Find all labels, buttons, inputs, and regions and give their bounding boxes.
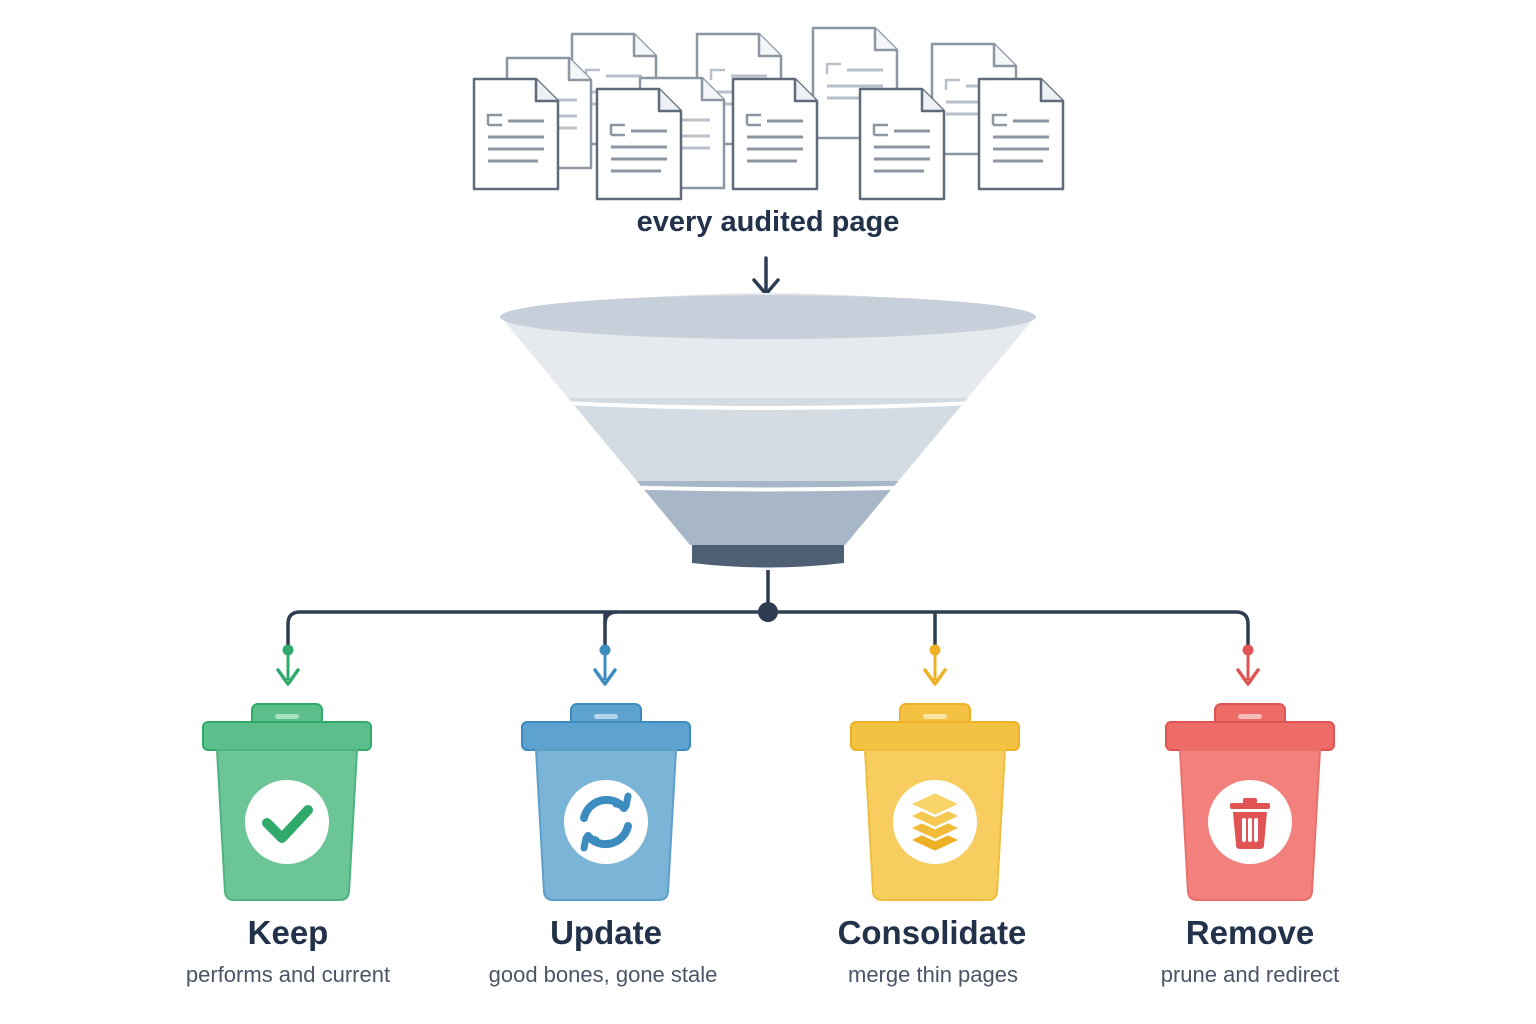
refresh-icon bbox=[580, 792, 632, 852]
consolidate-bin bbox=[850, 703, 1020, 901]
remove-bin bbox=[1165, 703, 1335, 901]
keep-branch-arrow bbox=[276, 644, 300, 686]
funnel-icon bbox=[500, 293, 1036, 568]
keep-title: Keep bbox=[247, 914, 329, 951]
consolidate-branch-arrow bbox=[923, 644, 947, 686]
document-icon bbox=[595, 87, 683, 201]
remove-description: prune and redirect bbox=[1160, 962, 1340, 987]
branch-connectors bbox=[286, 570, 1250, 648]
source-label: every audited page bbox=[636, 206, 900, 238]
layers-icon bbox=[907, 790, 963, 854]
update-bin bbox=[521, 703, 691, 901]
trash-icon bbox=[1230, 798, 1270, 849]
consolidate-description: merge thin pages bbox=[848, 962, 1018, 987]
document-icon bbox=[731, 77, 819, 191]
document-icon bbox=[858, 87, 946, 201]
keep-bin bbox=[202, 703, 372, 901]
remove-title: Remove bbox=[1185, 914, 1315, 951]
keep-description: performs and current bbox=[185, 962, 391, 987]
down-arrow-icon bbox=[752, 256, 780, 296]
document-icon bbox=[977, 77, 1065, 191]
update-branch-arrow bbox=[593, 644, 617, 686]
update-title: Update bbox=[550, 914, 662, 951]
document-icon bbox=[472, 77, 560, 191]
document-stack bbox=[472, 26, 1065, 201]
consolidate-title: Consolidate bbox=[837, 914, 1027, 951]
update-description: good bones, gone stale bbox=[488, 962, 718, 987]
remove-branch-arrow bbox=[1236, 644, 1260, 686]
check-icon bbox=[262, 805, 313, 843]
